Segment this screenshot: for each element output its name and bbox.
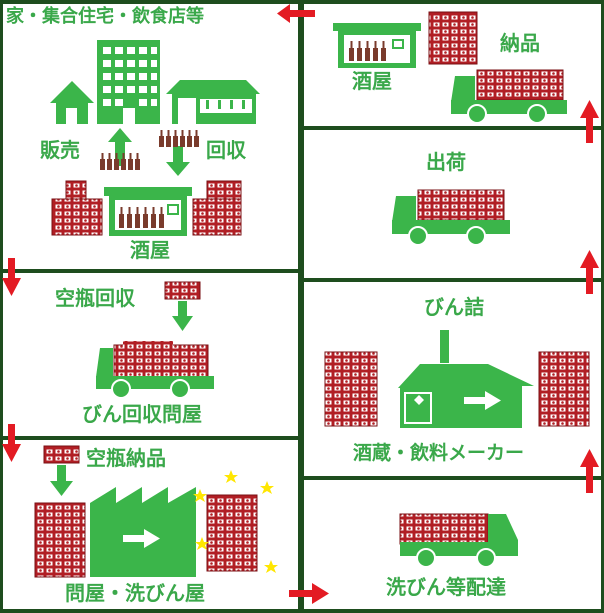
- crate-stack-brewery-left: [324, 351, 378, 427]
- collect-down-arrow: [166, 146, 190, 176]
- red-arrow-up-1: [580, 100, 599, 143]
- label-liquor-store-left: 酒屋: [130, 238, 170, 262]
- label-washed-delivery: 洗びん等配達: [386, 575, 506, 599]
- crate-stack-washer-left: [34, 502, 86, 578]
- label-bottling: びん詰: [424, 295, 484, 319]
- crate-stack-washer-right: [206, 494, 258, 572]
- red-arrow-top-left: [277, 4, 315, 23]
- brewery-icon: [398, 330, 534, 428]
- crate-stack-brewery-right: [538, 351, 590, 427]
- label-homes: 家・集合住宅・飲食店等: [6, 6, 204, 27]
- label-washer: 問屋・洗びん屋: [65, 581, 205, 605]
- label-delivery: 納品: [500, 31, 540, 55]
- empty-collection-down-arrow: [172, 301, 193, 331]
- label-bottle-wholesaler: びん回収問屋: [82, 402, 202, 426]
- label-collect: 回収: [206, 138, 246, 162]
- liquor-store-right-icon: [333, 23, 421, 68]
- liquor-store-icon: [104, 187, 192, 236]
- sparkle-stars-icon: [193, 470, 278, 573]
- red-arrow-up-2: [580, 250, 599, 294]
- crate-stack-delivery: [428, 11, 478, 65]
- label-shipping: 出荷: [426, 150, 466, 174]
- house-icon: [50, 81, 94, 124]
- red-arrow-down-2: [2, 424, 21, 462]
- truck-icon-delivery: [451, 69, 567, 124]
- red-arrow-bottom-right: [289, 583, 329, 604]
- label-liquor-store-right: 酒屋: [352, 69, 392, 93]
- empty-delivery-down-arrow: [50, 465, 73, 496]
- bottles-collect-icon: [159, 130, 199, 147]
- truck-icon-wholesaler: [96, 341, 214, 399]
- small-crate-icon: [164, 281, 201, 300]
- red-arrow-up-3: [580, 449, 599, 493]
- crate-stack-left-a: [51, 180, 103, 236]
- label-brewery: 酒蔵・飲料メーカー: [353, 442, 525, 464]
- small-crate-icon-2: [43, 445, 80, 464]
- sell-up-arrow: [108, 128, 132, 166]
- factory-icon: [90, 487, 196, 577]
- apartment-building-icon: [97, 40, 160, 124]
- truck-icon-washed-delivery: [399, 513, 518, 568]
- label-empty-collection: 空瓶回収: [55, 286, 135, 310]
- label-sell: 販売: [40, 138, 80, 162]
- restaurant-icon: [166, 80, 260, 124]
- red-arrow-down-1: [2, 258, 21, 296]
- truck-icon-shipping: [392, 189, 510, 246]
- crate-stack-left-b: [192, 180, 242, 236]
- bottles-icon: [100, 153, 140, 170]
- label-empty-delivery: 空瓶納品: [86, 446, 166, 470]
